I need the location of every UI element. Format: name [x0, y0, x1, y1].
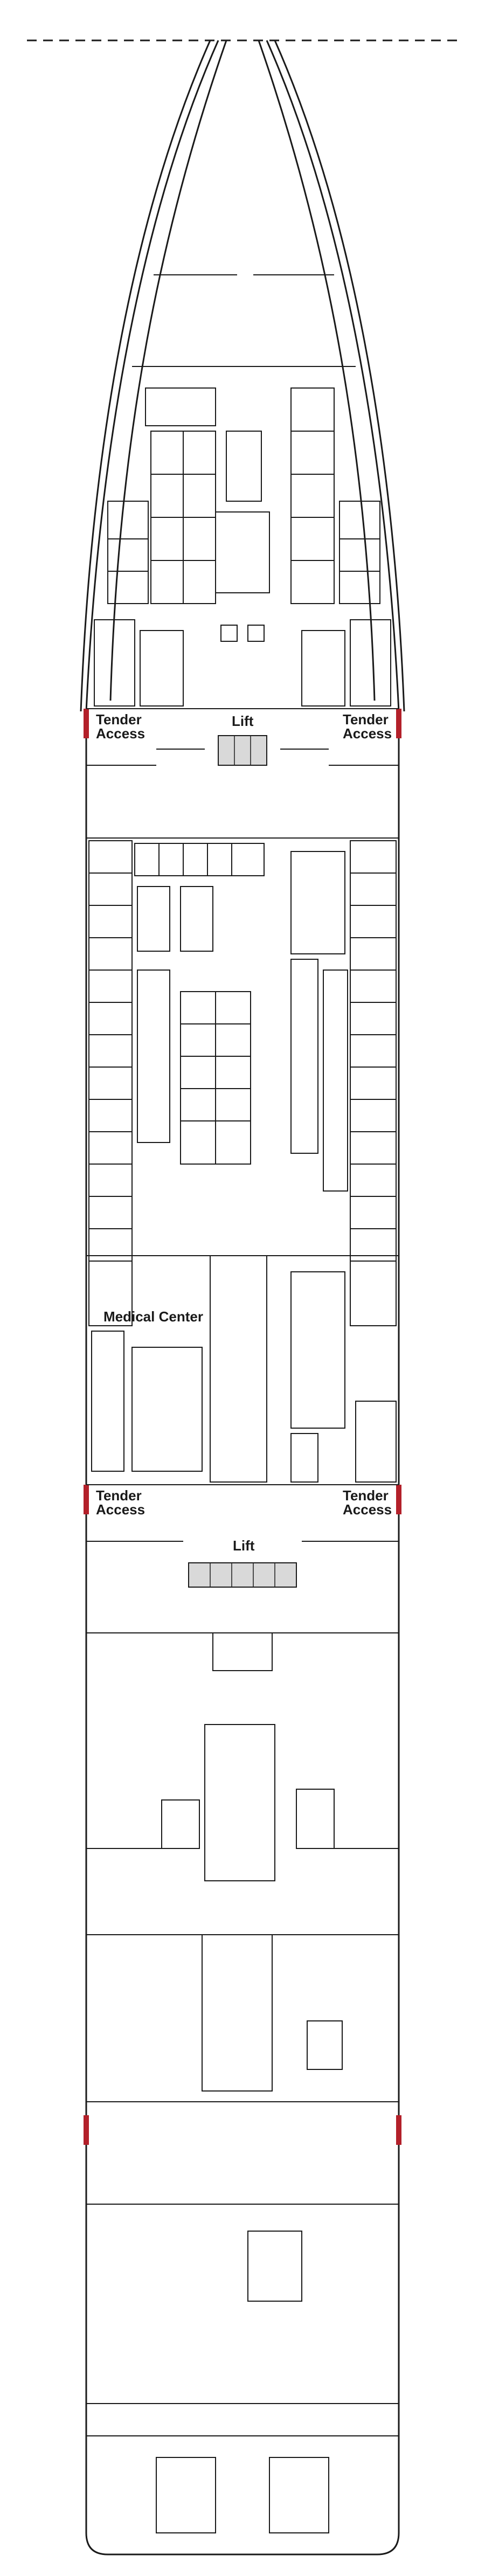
tender-word: Tender	[343, 711, 389, 728]
lift-icon	[188, 1562, 297, 1588]
lift-icon	[218, 735, 267, 766]
tender-word: Tender	[343, 1487, 389, 1504]
medical-center-label: Medical Center	[103, 1308, 203, 1325]
midship-cabins	[86, 837, 399, 1485]
access-word: Access	[343, 1501, 392, 1518]
access-word: Access	[96, 1501, 146, 1518]
aft-rooms	[86, 1541, 399, 2533]
access-word: Access	[343, 725, 392, 742]
tender-access-marker	[84, 709, 401, 2145]
forward-cabins	[86, 274, 399, 766]
lift-label: Lift	[232, 713, 254, 729]
access-word: Access	[96, 725, 146, 742]
tender-word: Tender	[96, 711, 142, 728]
hull	[80, 40, 405, 2556]
tender-word: Tender	[96, 1487, 142, 1504]
lift-label: Lift	[233, 1538, 255, 1554]
